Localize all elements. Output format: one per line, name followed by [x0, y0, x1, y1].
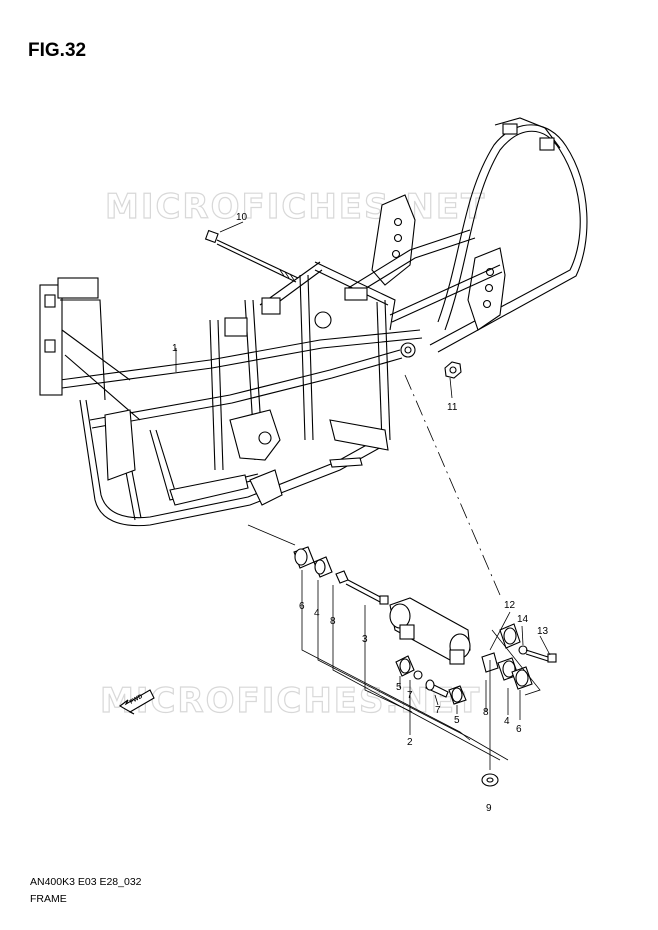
nut-11	[444, 361, 462, 379]
callout-9: 9	[486, 803, 492, 814]
long-bolt-10	[204, 229, 299, 283]
callout-numbers: 1 10 11 6 4 8 3 12 14 13 5 7 7 5 8 4 6 2…	[172, 212, 549, 814]
callout-7-right: 7	[435, 705, 441, 716]
figure-name: FRAME	[30, 893, 67, 905]
callout-8-left: 8	[330, 616, 336, 627]
callout-2: 2	[407, 737, 413, 748]
callout-6-left: 6	[299, 601, 305, 612]
callout-12: 12	[504, 600, 516, 611]
callout-3: 3	[362, 634, 368, 645]
callout-6-right: 6	[516, 724, 522, 735]
callout-8-right: 8	[483, 707, 489, 718]
watermark-top: MICROFICHES.NET	[105, 187, 486, 227]
callout-13: 13	[537, 626, 549, 637]
fwd-arrow-icon	[119, 689, 155, 715]
callout-5-left: 5	[396, 682, 402, 693]
callout-7-left: 7	[407, 690, 413, 701]
watermark-bottom: MICROFICHES.NET	[100, 681, 481, 721]
figure-code: AN400K3 E03 E28_032	[30, 876, 142, 888]
leader-lines	[175, 221, 551, 770]
figure-title: FIG.32	[28, 40, 87, 61]
callout-5-right: 5	[454, 715, 460, 726]
main-frame	[39, 117, 588, 527]
callout-11: 11	[447, 402, 458, 413]
callout-10: 10	[236, 212, 248, 223]
exploded-parts	[293, 546, 557, 787]
callout-1: 1	[172, 343, 178, 354]
callout-4-left: 4	[314, 608, 320, 619]
callout-4-right: 4	[504, 716, 510, 727]
callout-14: 14	[517, 614, 529, 625]
